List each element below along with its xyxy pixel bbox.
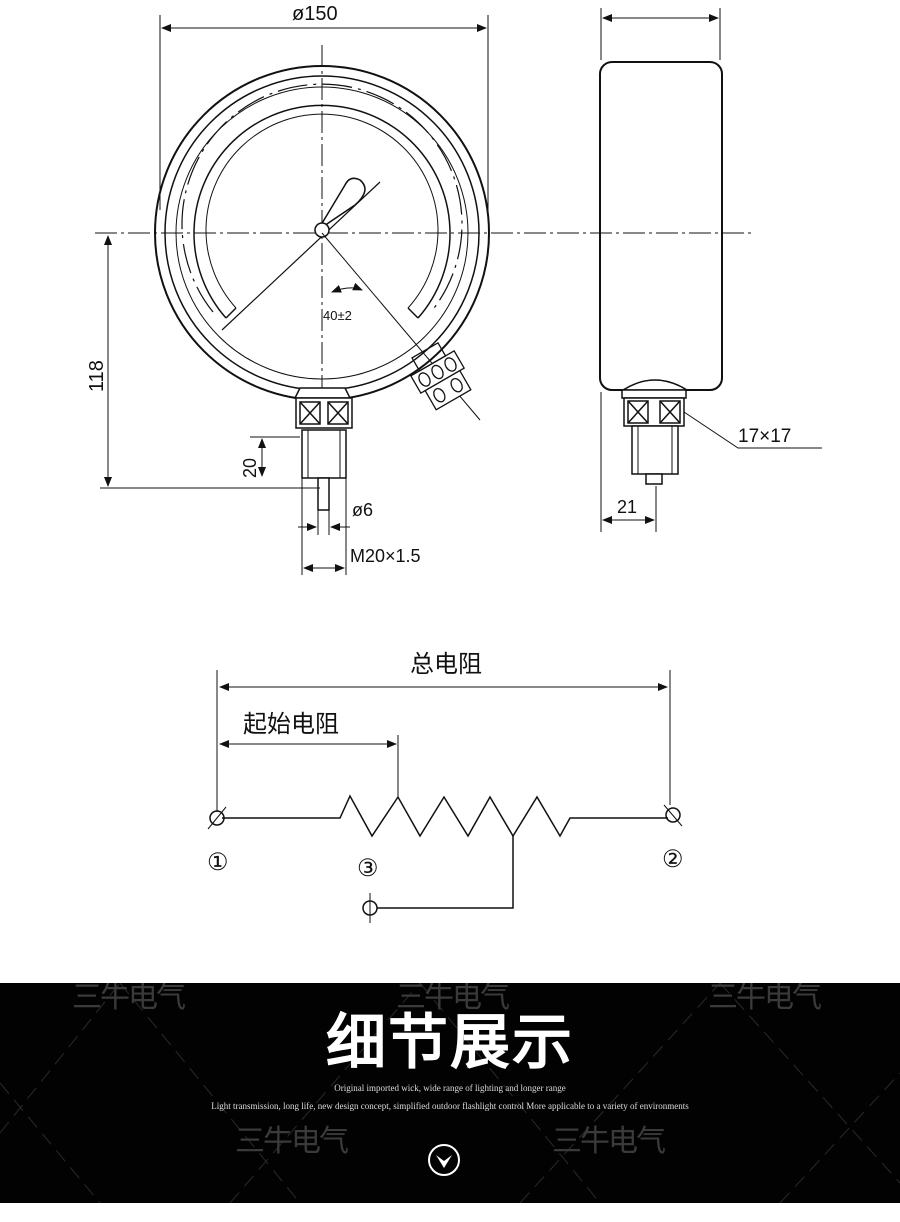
- banner-subtitle-2: Light transmission, long life, new desig…: [211, 1101, 689, 1111]
- dim-21-label: 21: [617, 497, 637, 517]
- banner-pattern: [0, 983, 900, 1203]
- total-resistance-label: 总电阻: [410, 651, 482, 678]
- watermark: 三牛电气: [72, 983, 186, 1015]
- diameter-150-label: ø150: [292, 3, 338, 25]
- banner-subtitle-1: Original imported wick, wide range of li…: [334, 1083, 566, 1093]
- gauge-side-view: 17×17 21: [599, 8, 822, 532]
- thread-label: M20×1.5: [350, 546, 421, 566]
- scroll-down-button[interactable]: [428, 1144, 460, 1176]
- dimensions-front: ø150 118 20 ø6 M20×1.5: [86, 3, 489, 575]
- banner-title: 细节展示: [326, 1008, 574, 1078]
- resistor-circuit: 总电阻 起始电阻 ① ③ ②: [207, 651, 684, 923]
- diameter-6-label: ø6: [352, 500, 373, 520]
- hex-size-label: 17×17: [738, 426, 791, 447]
- terminal-3-label: ③: [357, 855, 379, 882]
- watermark: 三牛电气: [552, 1124, 666, 1159]
- initial-resistance-label: 起始电阻: [243, 711, 339, 738]
- chevron-down-icon: [436, 1155, 452, 1168]
- watermark: 三牛电气: [235, 1124, 349, 1159]
- detail-banner: 三牛电气 三牛电气 三牛电气 三牛电气 三牛电气 细节展示 Original i…: [0, 983, 900, 1203]
- watermark: 三牛电气: [396, 983, 510, 1015]
- terminal-1-label: ①: [207, 849, 229, 876]
- height-118-label: 118: [86, 360, 108, 392]
- angle-label: 40±2: [323, 308, 352, 323]
- gauge-front-view: 40±2: [95, 45, 752, 511]
- terminal-2-label: ②: [662, 846, 684, 873]
- dim-20-label: 20: [240, 458, 260, 478]
- watermark: 三牛电气: [708, 983, 822, 1015]
- technical-drawing: 40±2 ø150 118 20 ø6 M20×1.5: [86, 3, 822, 923]
